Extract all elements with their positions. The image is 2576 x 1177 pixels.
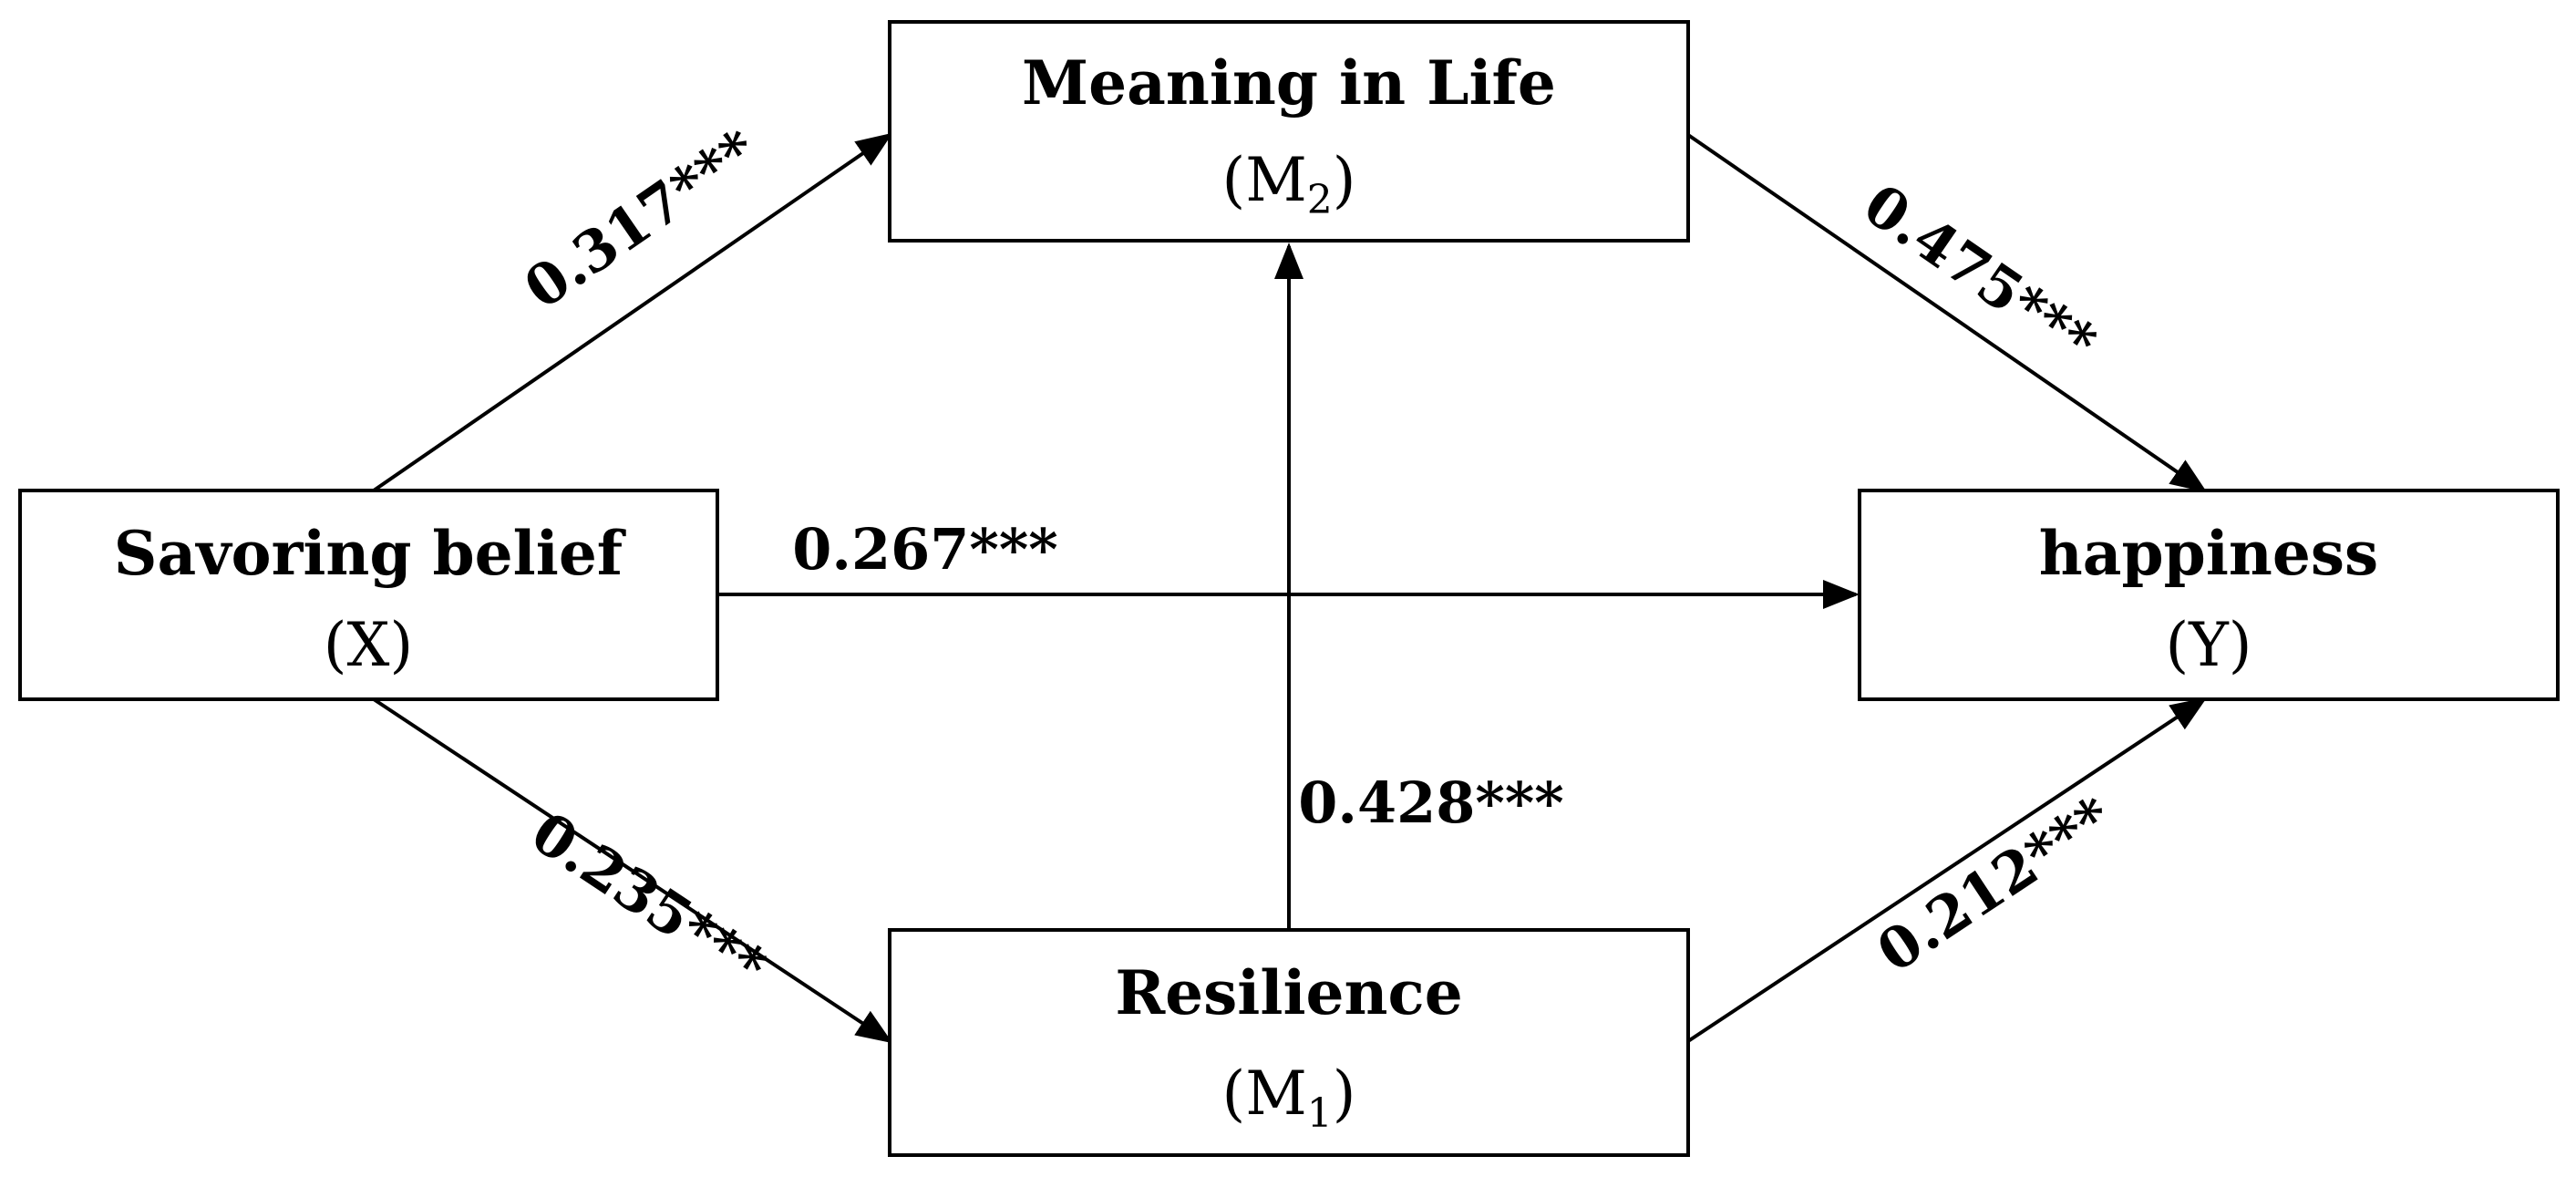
node-savoring-belief: Savoring belief (X): [18, 489, 719, 701]
node-resilience-title: Resilience: [1115, 957, 1462, 1028]
node-savoring-belief-title: Savoring belief: [114, 518, 626, 589]
edge-label-x-to-y: 0.267***: [792, 516, 1057, 583]
edge-m2-to-y-arrow: [1686, 133, 2208, 493]
edge-label-m1-to-m2: 0.428***: [1298, 769, 1563, 836]
edge-label-x-to-m2: 0.317***: [512, 117, 768, 323]
node-happiness: happiness (Y): [1858, 489, 2560, 701]
edge-label-x-to-m1: 0.235***: [520, 799, 778, 1001]
node-meaning-in-life: Meaning in Life (M2): [888, 20, 1690, 243]
node-meaning-in-life-title: Meaning in Life: [1022, 47, 1556, 119]
node-meaning-in-life-symbol: (M2): [1221, 145, 1355, 223]
node-savoring-belief-symbol: (X): [324, 610, 413, 680]
node-resilience: Resilience (M1): [888, 928, 1690, 1157]
edge-x-to-m1-arrow: [372, 697, 893, 1044]
edge-label-m1-to-y: 0.212***: [1865, 783, 2123, 986]
node-happiness-symbol: (Y): [2165, 610, 2251, 680]
edge-x-to-m2-arrow: [372, 132, 893, 492]
edge-m1-to-y-arrow: [1686, 697, 2208, 1043]
node-happiness-title: happiness: [2039, 518, 2378, 589]
node-resilience-symbol: (M1): [1221, 1058, 1355, 1137]
